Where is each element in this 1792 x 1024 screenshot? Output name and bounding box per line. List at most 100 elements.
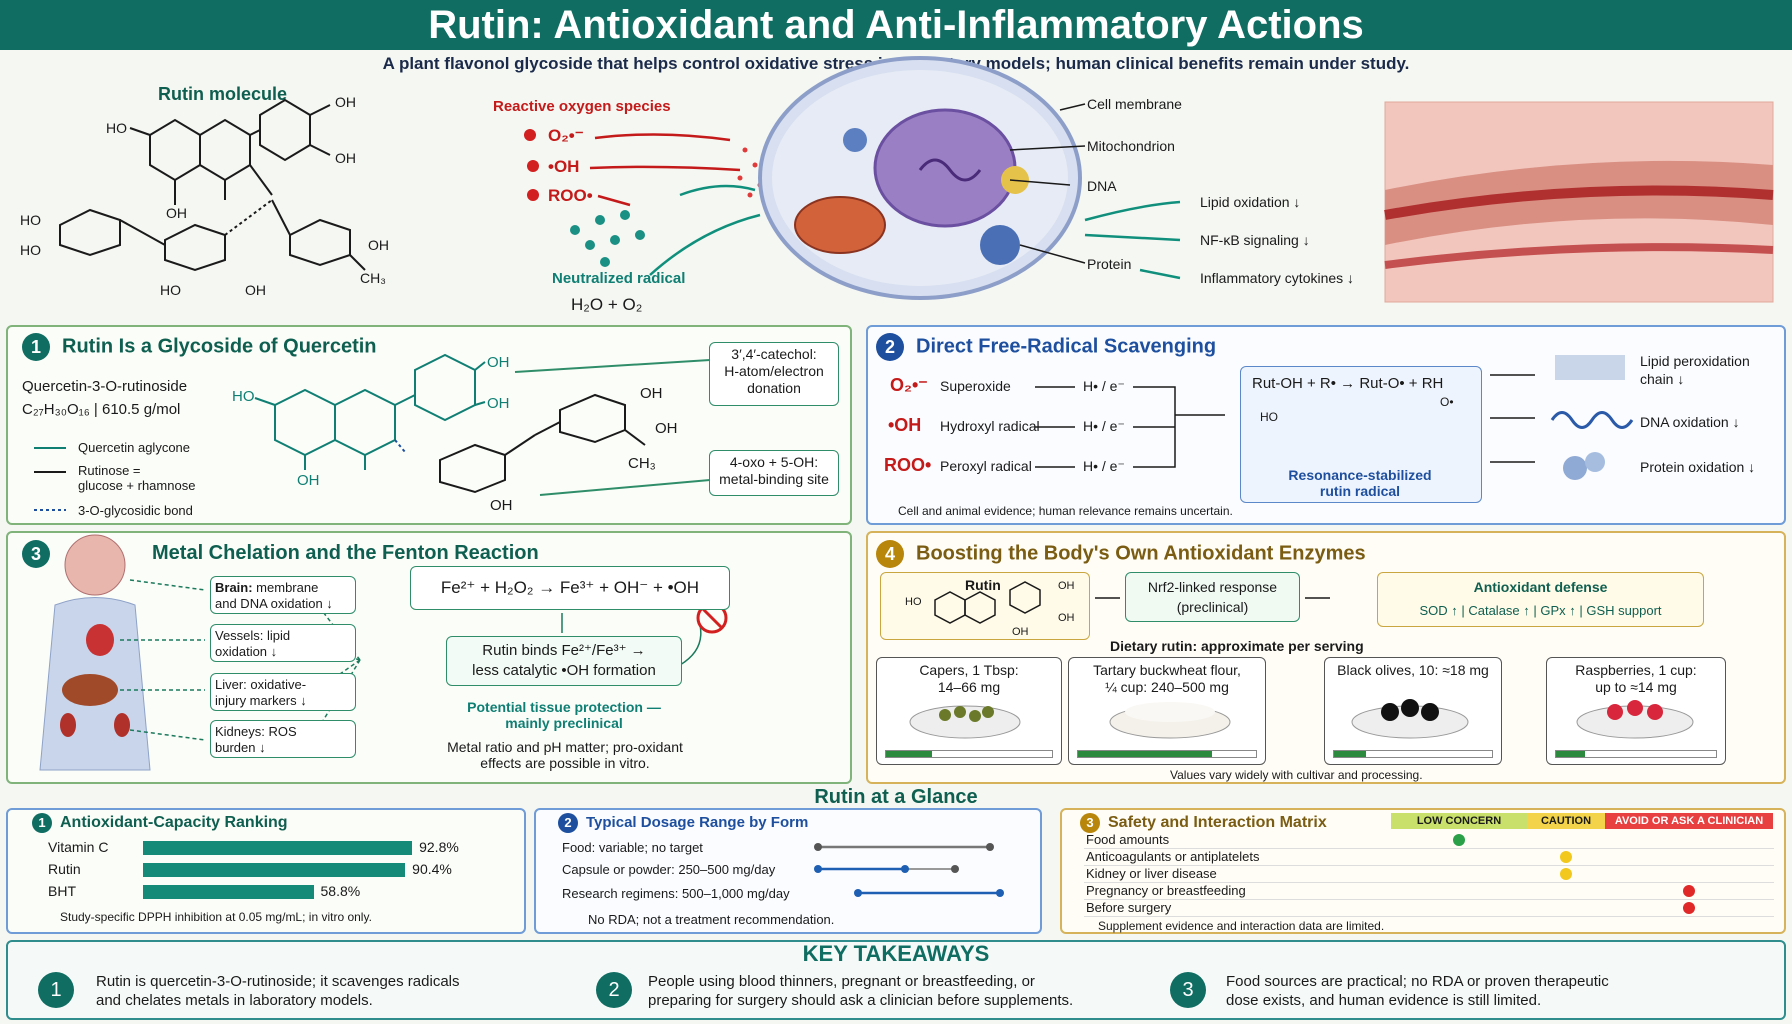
atom-label: OH	[245, 282, 266, 298]
atom-label: HO	[160, 282, 181, 298]
chelation-caveat: Metal ratio and pH matter; pro-oxidant e…	[447, 739, 683, 771]
effect-nfkb: NF-κB signaling ↓	[1200, 232, 1310, 248]
takeaway-3: Food sources are practical; no RDA or pr…	[1226, 973, 1609, 1009]
dosage-title: Typical Dosage Range by Form	[586, 813, 809, 831]
outcome-dna: DNA oxidation ↓	[1640, 414, 1740, 430]
atom-label: CH₃	[360, 270, 386, 286]
radical-peroxyl-name: Peroxyl radical	[940, 458, 1032, 474]
safety-col-header: CAUTION	[1527, 813, 1605, 829]
atom-label: OH	[1058, 612, 1075, 624]
radical-superoxide-arrow: H• / e⁻	[1083, 378, 1125, 394]
panel-number: 2	[876, 333, 904, 361]
neutralized-products: H₂O + O₂	[571, 295, 643, 314]
organ-liver: Liver: oxidative- injury markers ↓	[210, 673, 356, 711]
atom-label: HO	[1260, 410, 1278, 424]
safety-level-dot	[1560, 868, 1572, 880]
panel-number: 1	[32, 813, 52, 833]
capacity-row-name: Rutin	[48, 861, 81, 877]
panel-title: Metal Chelation and the Fenton Reaction	[152, 542, 539, 565]
takeaways-title: KEY TAKEAWAYS	[802, 941, 990, 966]
panel-number: 4	[876, 540, 904, 568]
safety-row-divider	[1084, 916, 1774, 917]
chelation-mechanism: Rutin binds Fe²⁺/Fe³⁺ → less catalytic •…	[446, 636, 682, 686]
food-bar	[885, 750, 1053, 758]
capacity-row-name: BHT	[48, 883, 76, 899]
defense-title: Antioxidant defense	[1473, 579, 1608, 595]
panel-capacity	[6, 808, 526, 934]
capacity-bar	[143, 841, 413, 855]
molecule-title: Rutin molecule	[158, 84, 288, 104]
organ-brain-label: Brain:	[215, 580, 253, 595]
radical-peroxyl-symbol: ROO•	[884, 455, 932, 475]
panel-number: 1	[22, 333, 50, 361]
capacity-value: 92.8%	[419, 839, 459, 855]
safety-row-divider	[1084, 865, 1774, 866]
panel-takeaways	[6, 940, 1786, 1020]
compound-name: Quercetin-3-O-rutinoside	[22, 378, 188, 395]
food-capers: Capers, 1 Tbsp: 14–66 mg	[876, 657, 1062, 765]
panel-number: 3	[22, 540, 50, 568]
panel-title: Rutin Is a Glycoside of Quercetin	[62, 335, 377, 358]
atom-label: HO	[20, 242, 41, 258]
diet-title: Dietary rutin: approximate per serving	[1110, 638, 1364, 654]
rutin-label: Rutin	[965, 577, 1001, 593]
atom-label: OH	[490, 497, 513, 514]
atom-label: O•	[1440, 395, 1454, 409]
panel-number: 3	[1080, 813, 1100, 833]
ros-superoxide: O₂•⁻	[548, 126, 584, 145]
capacity-value: 90.4%	[412, 861, 452, 877]
defense-enzymes: SOD ↑ | Catalase ↑ | GPx ↑ | GSH support	[1419, 603, 1662, 618]
panel-title: Boosting the Body's Own Antioxidant Enzy…	[916, 542, 1366, 565]
radical-superoxide-name: Superoxide	[940, 378, 1011, 394]
safety-row-divider	[1084, 899, 1774, 900]
safety-row-label: Pregnancy or breastfeeding	[1086, 883, 1246, 898]
effect-lipid: Lipid oxidation ↓	[1200, 194, 1301, 210]
food-bar	[1077, 750, 1257, 758]
capacity-bar	[143, 885, 314, 899]
outcome-protein: Protein oxidation ↓	[1640, 459, 1756, 475]
label-dna: DNA	[1087, 178, 1117, 194]
organ-vessels: Vessels: lipid oxidation ↓	[210, 624, 356, 662]
stabilized-radical-label: Resonance-stabilized rutin radical	[1288, 467, 1432, 499]
scavenging-reaction: Rut-OH + R• → Rut-O• + RH	[1252, 375, 1444, 392]
dosage-note: No RDA; not a treatment recommendation.	[588, 912, 835, 927]
safety-level-dot	[1683, 902, 1695, 914]
legend-rutinose: Rutinose = glucose + rhamnose	[78, 463, 196, 493]
food-raspberries: Raspberries, 1 cup: up to ≈14 mg	[1546, 657, 1726, 765]
safety-row-label: Kidney or liver disease	[1086, 866, 1217, 881]
panel-number: 2	[558, 813, 578, 833]
atom-label: CH₃	[628, 455, 656, 472]
radical-hydroxyl-arrow: H• / e⁻	[1083, 418, 1125, 434]
nrf2-response: Nrf2-linked response (preclinical)	[1125, 572, 1300, 622]
glance-title: Rutin at a Glance	[814, 786, 978, 808]
scavenging-note: Cell and animal evidence; human relevanc…	[898, 504, 1233, 518]
safety-level-dot	[1683, 885, 1695, 897]
radical-hydroxyl-symbol: •OH	[888, 415, 922, 435]
atom-label: OH	[297, 472, 320, 489]
capacity-value: 58.8%	[320, 883, 361, 899]
organ-kidneys: Kidneys: ROS burden ↓	[210, 720, 356, 758]
dosage-capsule: Capsule or powder: 250–500 mg/day	[562, 862, 776, 877]
takeaway-number: 1	[38, 972, 74, 1008]
effect-cytokines: Inflammatory cytokines ↓	[1200, 270, 1355, 286]
label-cell-membrane: Cell membrane	[1087, 96, 1182, 112]
atom-label: OH	[640, 385, 663, 402]
radical-peroxyl-arrow: H• / e⁻	[1083, 458, 1125, 474]
atom-label: OH	[166, 205, 187, 221]
takeaway-number: 2	[596, 972, 632, 1008]
takeaway-number: 3	[1170, 972, 1206, 1008]
fenton-equation: Fe²⁺ + H₂O₂ → Fe³⁺ + OH⁻ + •OH	[410, 566, 730, 610]
dosage-research: Research regimens: 500–1,000 mg/day	[562, 886, 790, 901]
radical-superoxide-symbol: O₂•⁻	[890, 375, 928, 395]
safety-row-divider	[1084, 882, 1774, 883]
safety-row-divider	[1084, 848, 1774, 849]
panel-title: Direct Free-Radical Scavenging	[916, 335, 1217, 358]
panel-safety	[1060, 808, 1786, 934]
